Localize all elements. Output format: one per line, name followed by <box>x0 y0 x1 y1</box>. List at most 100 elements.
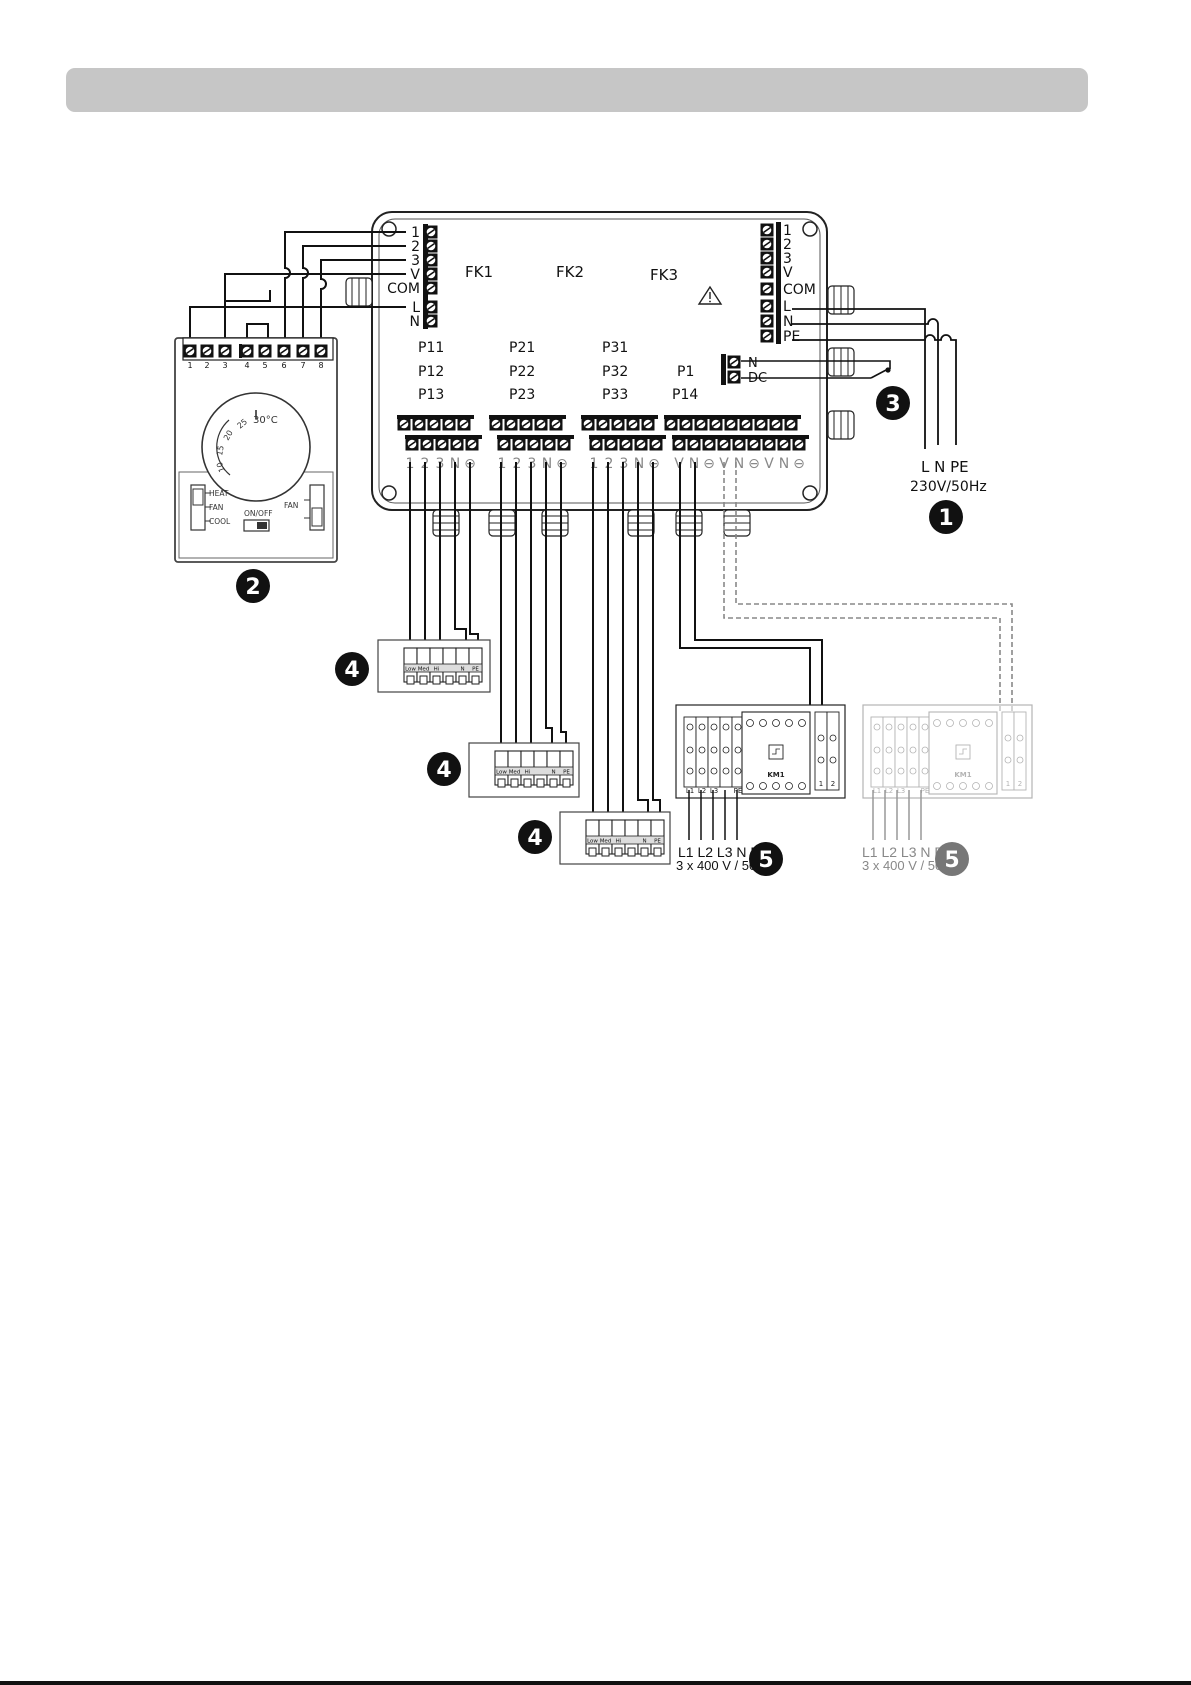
thermostat-terminal-number: 2 <box>204 361 209 370</box>
fan-unit-terminal-label: Low <box>405 667 416 673</box>
relay-terminal-screw <box>396 416 412 432</box>
relay-terminal-screw <box>625 416 641 432</box>
mounting-hole <box>381 221 397 237</box>
left-terminal-label: 2 <box>411 239 420 255</box>
svg-text:5: 5 <box>944 848 959 873</box>
thermostat-terminal-number: 6 <box>281 361 286 370</box>
bottom-terminal-blocks <box>396 415 809 452</box>
thermostat-terminal-screw <box>182 343 198 359</box>
thermostat-terminal-number: 8 <box>318 361 323 370</box>
right-terminal-label: COM <box>783 282 816 298</box>
output-terminal-label: V <box>764 456 774 472</box>
relay-terminal-screw <box>503 416 519 432</box>
contactor-optional-supply-wiring <box>872 790 922 840</box>
left-terminal-label: L <box>412 300 420 316</box>
relay-terminal-screw <box>426 416 442 432</box>
relay-terminal-screw <box>518 416 534 432</box>
power-terminal-labels: L N PE <box>921 458 969 476</box>
relay-label-p22: P22 <box>509 364 535 380</box>
section-header-bar <box>66 68 1088 112</box>
dial-scale-15: 15 <box>215 445 226 457</box>
fan-unit-terminal-label: Hi <box>616 839 622 845</box>
onoff-switch[interactable] <box>243 519 270 532</box>
right-terminal-label: N <box>783 314 793 330</box>
relay-label-p13: P13 <box>418 387 444 403</box>
output-terminal-screw <box>723 416 739 432</box>
left-terminal-label: N <box>410 314 420 330</box>
relay-terminal-screw <box>588 436 604 452</box>
callout-2: 2 <box>236 569 270 603</box>
thermostat-terminal-number: 5 <box>262 361 267 370</box>
relay-terminal-screw <box>618 436 634 452</box>
output-terminal-screw <box>671 436 687 452</box>
output-terminal-label: N <box>779 456 789 472</box>
svg-text:1: 1 <box>938 506 953 531</box>
relay-terminal-screw <box>419 436 435 452</box>
callout-4b: 4 <box>427 752 461 786</box>
cable-gland <box>345 277 373 307</box>
output-terminal-screw <box>731 436 747 452</box>
fan-unit-terminal-label: PE <box>472 667 479 673</box>
relay-terminal-screw <box>633 436 649 452</box>
mounting-hole <box>381 485 397 501</box>
right-terminal-screw <box>759 313 775 329</box>
dc-terminal-n: N <box>748 356 758 371</box>
power-rating: 230V/50Hz <box>910 479 987 495</box>
output-terminal-screw <box>783 416 799 432</box>
output-terminal-screw <box>746 436 762 452</box>
relay-terminal-screw <box>434 436 450 452</box>
dc-switch-wiring <box>741 360 891 379</box>
relay-terminal-screw <box>556 436 572 452</box>
output-terminal-screw <box>768 416 784 432</box>
thermostat-terminal-screw <box>239 343 255 359</box>
right-terminal-label: PE <box>783 329 800 345</box>
output-terminal-screw <box>791 436 807 452</box>
output-terminal-label: ⊖ <box>793 456 805 472</box>
cable-gland <box>827 410 855 440</box>
fan-unit-terminal-label: PE <box>654 839 661 845</box>
relay-terminal-screw <box>511 436 527 452</box>
relay-label-p14: P14 <box>672 387 698 403</box>
relay-terminal-screw <box>548 416 564 432</box>
fan-unit-terminal-label: N <box>551 770 555 776</box>
thermostat-wiring <box>189 231 406 344</box>
output-terminal-screw <box>663 416 679 432</box>
thermostat-terminal-number: 4 <box>244 361 249 370</box>
cable-gland <box>627 509 655 537</box>
power-supply-wiring <box>792 308 957 445</box>
contactor-phase-label: L2 <box>885 787 893 795</box>
relay-terminal-screw <box>580 416 596 432</box>
fan-switch-label: FAN <box>284 501 298 510</box>
left-terminal-screw <box>423 224 439 240</box>
output-terminal-label: N <box>734 456 744 472</box>
right-terminal-screw <box>759 236 775 252</box>
output-terminal-label: ⊖ <box>703 456 715 472</box>
thermostat-terminal-screw <box>257 343 273 359</box>
callout-3: 3 <box>876 386 910 420</box>
fan-unit-terminal-label: PE <box>563 770 570 776</box>
relay-terminal-screw <box>449 436 465 452</box>
svg-text:2: 2 <box>245 575 260 600</box>
output-terminal-label: ⊖ <box>748 456 760 472</box>
svg-text:4: 4 <box>344 658 359 683</box>
right-terminal-screw <box>759 281 775 297</box>
relay-terminal-screw <box>526 436 542 452</box>
thermostat-terminal-screw <box>217 343 233 359</box>
cable-gland <box>723 509 751 537</box>
cable-gland <box>827 347 855 377</box>
left-terminal-screw <box>423 280 439 296</box>
right-terminal-label: L <box>783 299 791 315</box>
fan-label-fk2: FK2 <box>556 263 584 281</box>
relay-terminal-screw <box>441 416 457 432</box>
contactor-phase-label: L3 <box>897 787 905 795</box>
right-terminal-label: 2 <box>783 237 792 253</box>
relay-terminal-screw <box>541 436 557 452</box>
left-terminal-label: V <box>410 267 420 283</box>
mounting-hole <box>802 485 818 501</box>
relay-terminal-screw <box>496 436 512 452</box>
